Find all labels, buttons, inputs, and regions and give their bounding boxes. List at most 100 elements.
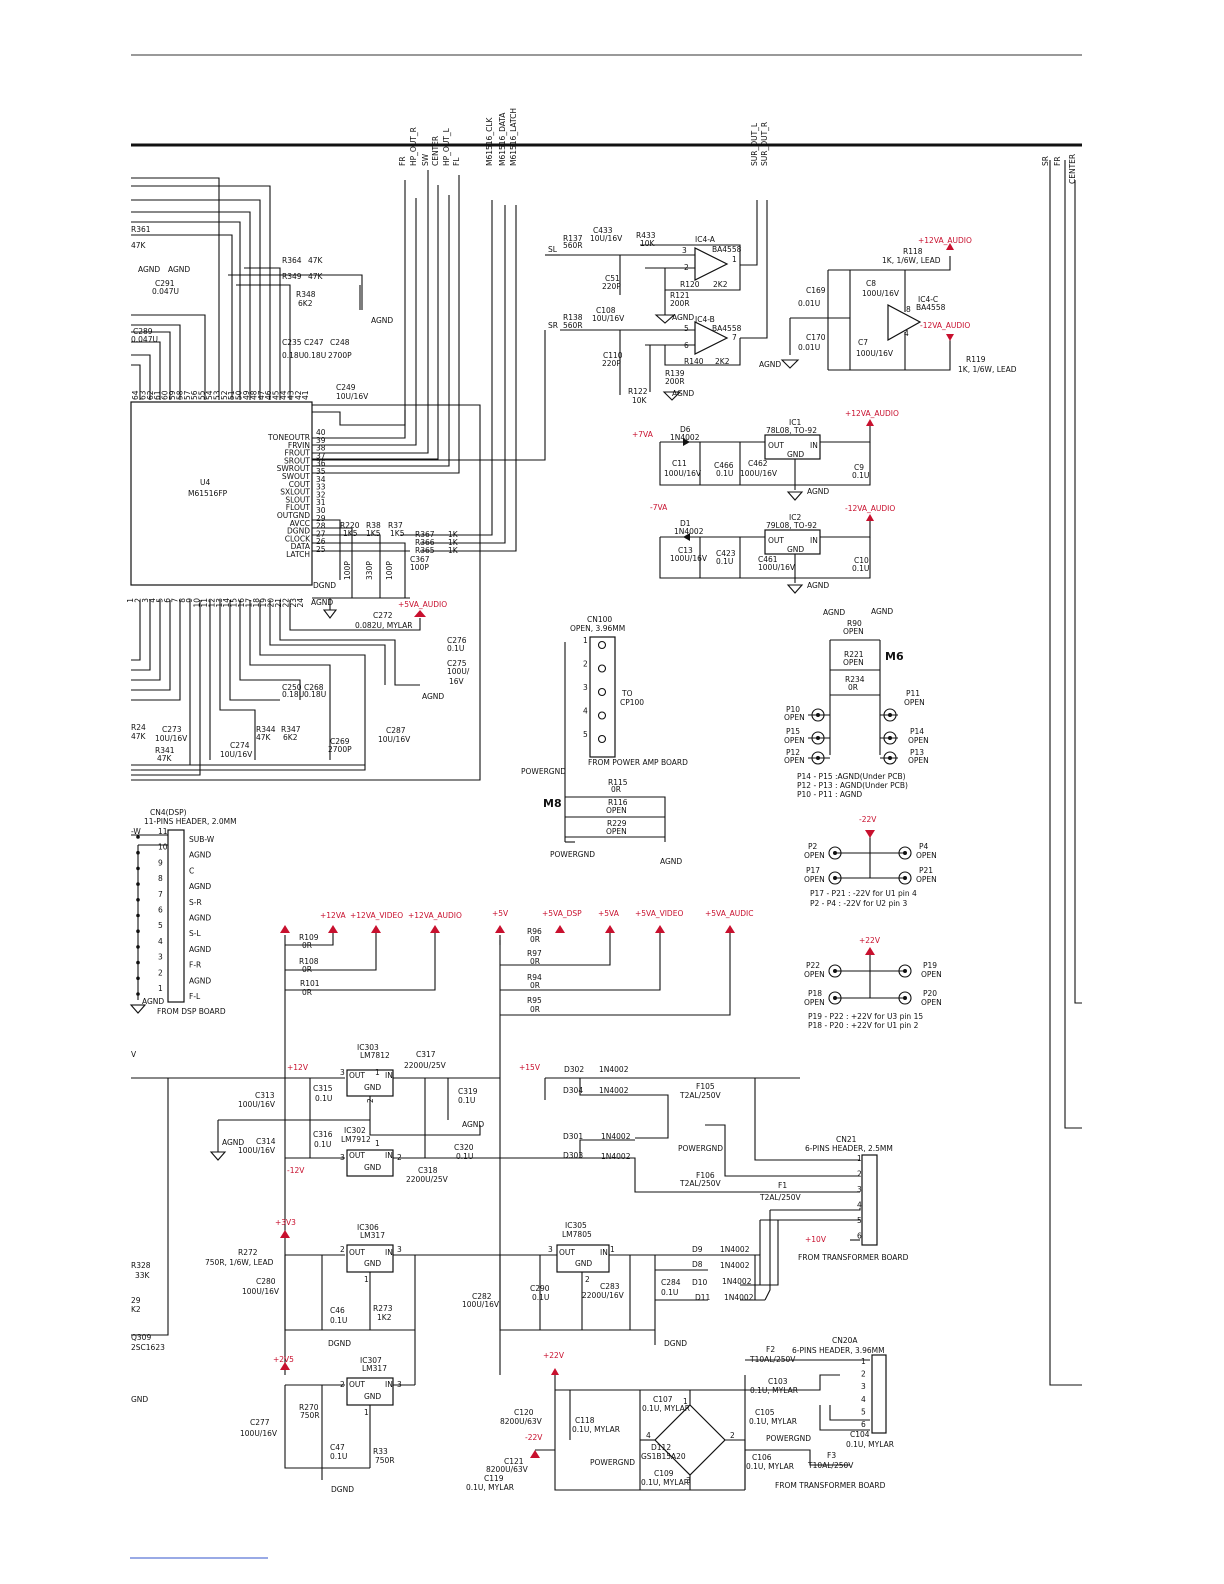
- psu-d8v: 1N4002: [720, 1261, 750, 1270]
- cn4-pin-7: 4: [158, 937, 163, 946]
- rail-p5va: +5VA: [598, 909, 620, 918]
- cn4-sub: 11-PINS HEADER, 2.0MM: [144, 817, 237, 826]
- part-c287: C287: [386, 726, 406, 735]
- psu-c46: C46: [330, 1306, 345, 1315]
- part-r361v: 47K: [131, 241, 147, 250]
- rail-p5va-video: +5VA_VIDEO: [635, 909, 683, 918]
- part-c367v: 100P: [410, 563, 429, 572]
- opamp-c108v: 10U/16V: [592, 314, 625, 323]
- u4-tnum-1: 63: [138, 390, 147, 400]
- psu-agnd15: AGND: [222, 1138, 244, 1147]
- pin-i6: 6: [684, 341, 689, 350]
- bridge-c118v: 0.1U, MYLAR: [572, 1425, 620, 1434]
- m22-p2: P2: [808, 842, 818, 851]
- u4-tnum-2: 62: [146, 390, 155, 400]
- psu-c317v: 2200U/25V: [404, 1061, 447, 1070]
- psu-c282: C282: [472, 1292, 492, 1301]
- psu-ic305: IC305: [565, 1221, 587, 1230]
- psu-ic305v: LM7805: [562, 1230, 592, 1239]
- u4-rpin-13: CLOCK: [285, 534, 311, 543]
- reg-c9: C9: [854, 463, 864, 472]
- m6-m6: M6: [885, 650, 904, 663]
- cn4-pin-0: 11: [158, 827, 168, 836]
- reg-pin-label-8: IN: [385, 1248, 393, 1257]
- psu-d304: D304: [563, 1086, 583, 1095]
- u4-tnum-7: 57: [183, 390, 192, 400]
- test-pad-center-7: [833, 876, 837, 880]
- psu-lv: V: [131, 1050, 137, 1059]
- part-c287v: 10U/16V: [378, 735, 411, 744]
- u4-ref: U4: [200, 478, 210, 487]
- psu-r273: R273: [373, 1304, 393, 1313]
- psu-r270v: 750R: [300, 1411, 320, 1420]
- rail-p12va-audio-c: +12VA_AUDIO: [408, 911, 462, 920]
- u4-bnum-2: 3: [141, 598, 150, 603]
- psu-c284v: 0.1U: [661, 1288, 678, 1297]
- part-c289: C289: [133, 327, 153, 336]
- ic306-pin1: 1: [364, 1275, 369, 1284]
- psu-ic303: IC303: [357, 1043, 379, 1052]
- ic306-pin3: 3: [397, 1245, 402, 1254]
- bridge-c103: C103: [768, 1377, 788, 1386]
- cn4-ref: CN4(DSP): [150, 808, 187, 817]
- psu-cn21v: 6-PINS HEADER, 2.5MM: [805, 1144, 893, 1153]
- cn4-node-4: [136, 898, 140, 902]
- psu-c317: C317: [416, 1050, 436, 1059]
- reg-pin-label-10: GND: [575, 1259, 592, 1268]
- m22-p21v: OPEN: [916, 875, 937, 884]
- rail-p22v-b: +22V: [859, 936, 881, 945]
- opamp-sr: SR: [548, 321, 558, 330]
- cn4-label-2: C: [189, 866, 194, 875]
- m22-p4: P4: [919, 842, 929, 851]
- opamp-r122v: 10K: [632, 396, 648, 405]
- m6-r90: R90: [847, 619, 862, 628]
- psu-c277: C277: [250, 1418, 270, 1427]
- m6-p10v: OPEN: [784, 713, 805, 722]
- part-r349v: 47K: [308, 272, 324, 281]
- bridge-f3v: T10AL/250V: [807, 1461, 854, 1470]
- cn100-pad-1: [597, 664, 607, 673]
- bridge-c121: C121: [504, 1457, 524, 1466]
- test-pad-13: [898, 991, 912, 1005]
- part-r365: R365: [415, 546, 435, 555]
- m6-r234v: 0R: [848, 683, 858, 692]
- rail-p5v: +5V: [492, 909, 509, 918]
- test-pad-4: [883, 731, 897, 745]
- bridge-f2: F2: [766, 1345, 775, 1354]
- railres-r95: R95: [527, 996, 542, 1005]
- header-label-8: M61516_LATCH: [509, 108, 518, 166]
- psu-l29: 29: [131, 1296, 141, 1305]
- reg-pin-label-5: IN: [385, 1151, 393, 1160]
- u4-bnum-4: 5: [156, 598, 165, 603]
- psu-ic302v: LM7912: [341, 1135, 371, 1144]
- opamp-r118v: 1K, 1/6W, LEAD: [882, 256, 941, 265]
- m6-n1: P14 - P15 :AGND(Under PCB): [797, 772, 906, 781]
- part-r220: R220: [340, 521, 360, 530]
- opamp-c110v: 220P: [602, 359, 621, 368]
- cn4-label-6: S-L: [189, 929, 201, 938]
- bridge-cn20from: FROM TRANSFORMER BOARD: [775, 1481, 886, 1490]
- reg-d1: D1: [680, 519, 691, 528]
- u4-bnum-17: 18: [252, 598, 261, 608]
- psu-c320v: 0.1U: [456, 1152, 473, 1161]
- part-c273: C273: [162, 725, 182, 734]
- opamp-c51v: 220P: [602, 282, 621, 291]
- opamp-r118: R118: [903, 247, 923, 256]
- part-r364: R364: [282, 256, 302, 265]
- cn4-node-3: [136, 882, 140, 886]
- header-label-1: HP_OUT_R: [409, 127, 418, 166]
- rail-p12v: +12V: [287, 1063, 309, 1072]
- cn100-connector: [564, 636, 666, 843]
- psu-d10: D10: [692, 1278, 708, 1287]
- psu-ic306: IC306: [357, 1223, 379, 1232]
- cn4-node-9: [136, 976, 140, 981]
- rail-p12va-audio-b: +12VA_AUDIO: [845, 409, 899, 418]
- opamp-c169: C169: [806, 286, 826, 295]
- cn21-pin-3: 4: [857, 1201, 862, 1210]
- psu-c290: C290: [530, 1284, 550, 1293]
- part-c274: C274: [230, 741, 250, 750]
- cn100-pad-3: [597, 711, 607, 720]
- pin-i3: 3: [682, 246, 687, 255]
- m8-pgnd2: POWERGND: [550, 850, 595, 859]
- reg-agnd10: AGND: [807, 581, 829, 590]
